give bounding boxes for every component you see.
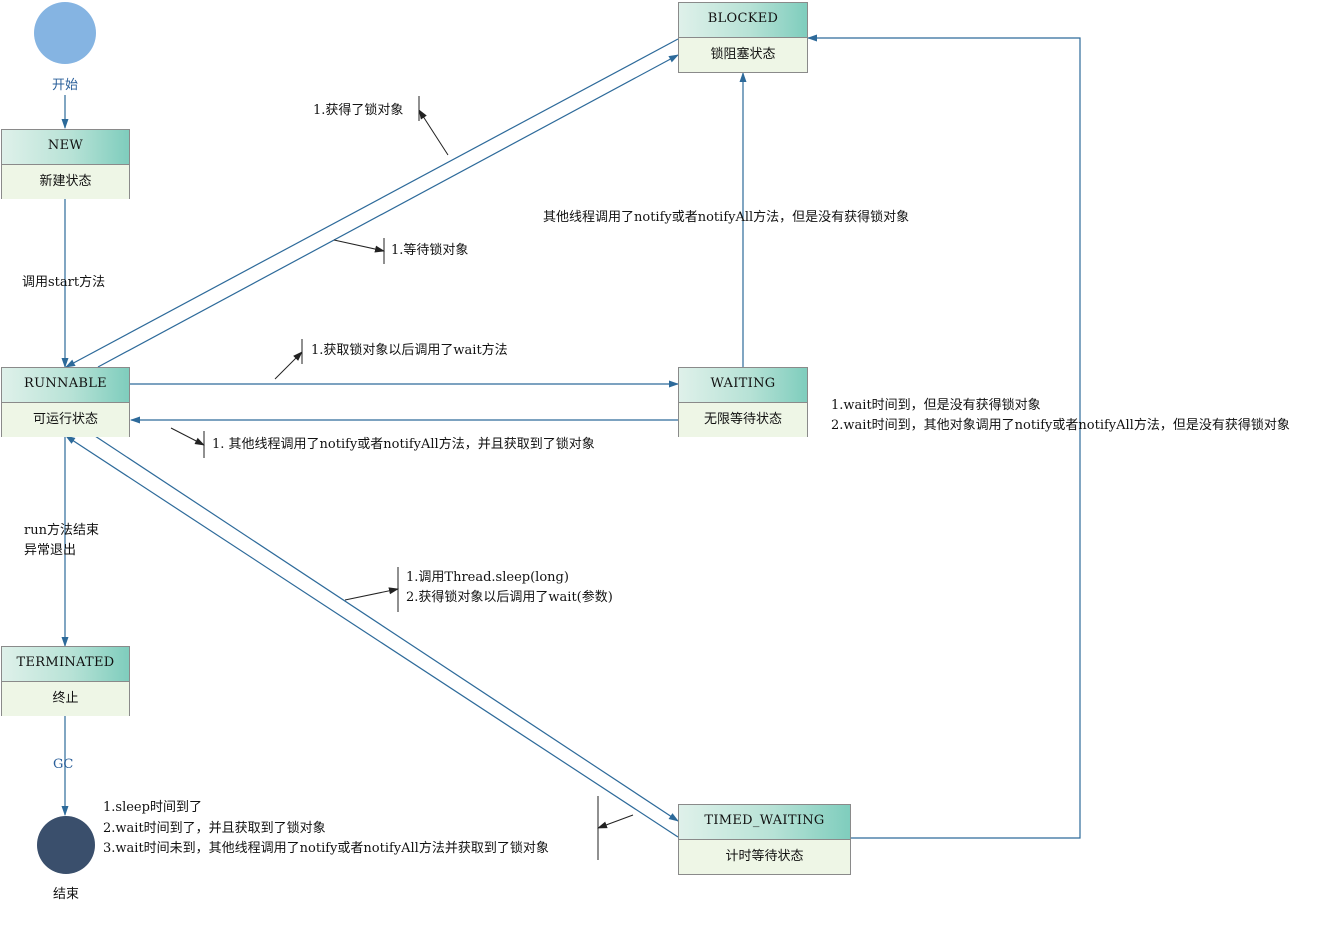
state-runnable-name: RUNNABLE	[2, 368, 129, 403]
label-run-end-2: 异常退出	[24, 543, 77, 558]
edge-blocked-runnable	[65, 38, 679, 368]
pointer-got-lock	[418, 109, 449, 156]
label-timed-to-blocked-2: 2.wait时间到，其他对象调用了notify或者notifyAll方法，但是没…	[831, 418, 1290, 433]
state-runnable-desc: 可运行状态	[2, 403, 129, 437]
state-waiting-desc: 无限等待状态	[679, 403, 807, 437]
edge-timed-runnable	[65, 435, 679, 838]
edge-runnable-timed	[94, 435, 679, 822]
end-label: 结束	[52, 887, 79, 902]
label-wait-lock: 1.等待锁对象	[391, 243, 469, 258]
state-blocked-name: BLOCKED	[679, 3, 807, 38]
end-node	[37, 816, 95, 874]
edge-runnable-blocked	[97, 54, 679, 368]
label-gc: GC	[53, 757, 74, 772]
start-label: 开始	[51, 78, 78, 93]
label-notify-no-lock: 其他线程调用了notify或者notifyAll方法，但是没有获得锁对象	[543, 210, 910, 225]
label-run-end-1: run方法结束	[24, 523, 99, 538]
label-start-method: 调用start方法	[22, 275, 106, 290]
state-waiting[interactable]: WAITING 无限等待状态	[678, 367, 808, 437]
pointer-notify-acquired	[170, 427, 205, 446]
state-terminated-name: TERMINATED	[2, 647, 129, 682]
label-to-timed-1: 1.调用Thread.sleep(long)	[406, 570, 569, 585]
label-got-lock: 1.获得了锁对象	[313, 103, 404, 118]
pointer-timed-to-runnable	[597, 814, 634, 829]
pointer-to-timed	[344, 587, 399, 601]
pointer-wait-call	[274, 351, 303, 380]
label-timed-to-blocked-1: 1.wait时间到，但是没有获得锁对象	[831, 398, 1041, 413]
state-timed-waiting[interactable]: TIMED_WAITING 计时等待状态	[678, 804, 851, 875]
pointer-wait-lock	[333, 239, 385, 253]
label-to-timed-2: 2.获得锁对象以后调用了wait(参数)	[406, 590, 613, 605]
state-new-desc: 新建状态	[2, 165, 129, 199]
state-timed-waiting-desc: 计时等待状态	[679, 840, 850, 874]
start-node	[34, 2, 96, 64]
state-new-name: NEW	[2, 130, 129, 165]
edge-timed-blocked	[807, 34, 1081, 839]
state-terminated-desc: 终止	[2, 682, 129, 716]
state-blocked-desc: 锁阻塞状态	[679, 38, 807, 72]
label-timed-to-runnable-1: 1.sleep时间到了	[103, 800, 202, 815]
state-terminated[interactable]: TERMINATED 终止	[1, 646, 130, 716]
label-notify-acquired: 1. 其他线程调用了notify或者notifyAll方法，并且获取到了锁对象	[212, 437, 595, 452]
state-runnable[interactable]: RUNNABLE 可运行状态	[1, 367, 130, 437]
label-timed-to-runnable-3: 3.wait时间未到，其他线程调用了notify或者notifyAll方法并获取…	[103, 841, 549, 856]
state-timed-waiting-name: TIMED_WAITING	[679, 805, 850, 840]
label-timed-to-runnable-2: 2.wait时间到了，并且获取到了锁对象	[103, 821, 326, 836]
label-wait-call: 1.获取锁对象以后调用了wait方法	[311, 343, 508, 358]
state-blocked[interactable]: BLOCKED 锁阻塞状态	[678, 2, 808, 73]
state-new[interactable]: NEW 新建状态	[1, 129, 130, 199]
state-waiting-name: WAITING	[679, 368, 807, 403]
